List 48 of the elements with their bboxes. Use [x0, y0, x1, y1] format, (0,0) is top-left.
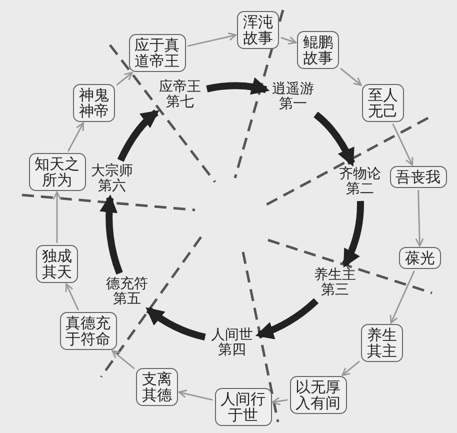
chapter-number: 第四 [217, 343, 247, 358]
arrow [415, 190, 424, 247]
arrow [100, 194, 123, 274]
arrow [65, 283, 80, 310]
story-box: 知天之所为 [28, 153, 86, 191]
story-box: 吾丧我 [390, 166, 446, 188]
arrow [178, 390, 213, 401]
story-box: 独成其天 [36, 245, 78, 283]
story-box: 神鬼神帝 [73, 84, 115, 122]
story-box: 鲲鹏故事 [297, 31, 339, 69]
arrow [314, 112, 356, 167]
chapter-number: 第三 [320, 283, 350, 298]
arrow [392, 123, 414, 166]
chapter-title: 大宗师 [90, 164, 134, 179]
chapter-title: 应帝王 [158, 80, 202, 95]
arrow [116, 72, 133, 86]
chapter-number: 第七 [165, 95, 195, 110]
arrow [52, 191, 62, 243]
story-box: 支离其德 [136, 368, 178, 406]
arrow [206, 78, 270, 96]
chapter-title: 德充符 [105, 277, 149, 292]
arrow [390, 270, 415, 324]
arrow [342, 360, 360, 376]
story-box: 葆光 [399, 247, 441, 269]
arrow [255, 298, 319, 339]
story-box: 以无厚入有间 [290, 376, 346, 414]
story-box: 浑沌故事 [237, 11, 279, 49]
story-box: 应于真道帝王 [128, 34, 186, 72]
story-box: 人间行于世 [214, 388, 272, 426]
story-box: 养生其主 [361, 324, 403, 362]
chapter-number: 第五 [112, 292, 142, 307]
chapter-number: 第一 [278, 97, 308, 112]
story-box: 至人无己 [362, 84, 404, 122]
arrow [280, 36, 297, 44]
chapter-number: 第六 [97, 179, 127, 194]
arrow [67, 122, 84, 152]
chapter-title: 逍遥游 [271, 82, 315, 97]
arrow [342, 200, 364, 268]
arrow [187, 32, 237, 47]
arrow [146, 306, 206, 341]
story-box: 真德充于符命 [60, 312, 116, 350]
chapter-title: 养生主 [313, 268, 357, 283]
chapter-number: 第二 [345, 182, 375, 197]
chapter-title: 人间世 [210, 328, 254, 343]
chapter-title: 齐物论 [338, 167, 382, 182]
arrow [340, 68, 362, 86]
arrow [272, 396, 288, 406]
arrow [112, 350, 135, 370]
